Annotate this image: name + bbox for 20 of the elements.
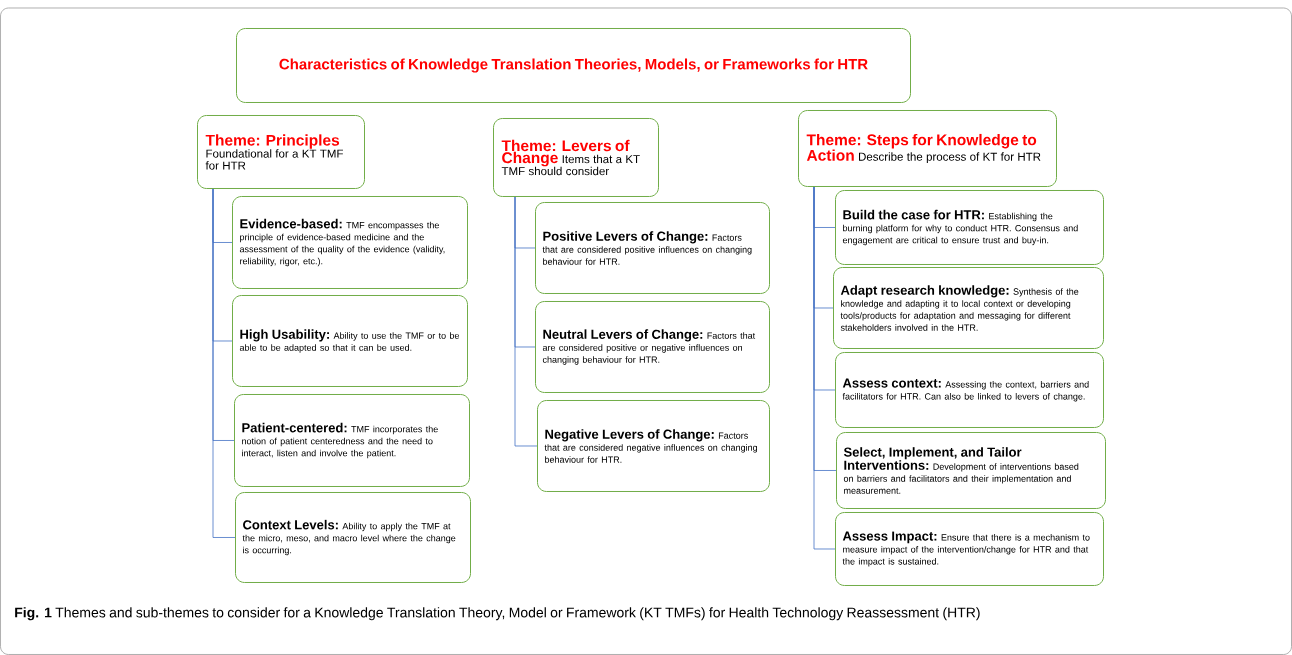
connector-line (212, 188, 236, 538)
theme-box: Theme: Levers of Change Items that a KT TMF should consider (493, 118, 659, 197)
sub-theme-box: Adapt research knowledge: Synthesis of the knowledge and adapting it to local context or developing tools/products for adaptation and messaging for different stakeholders involved in the HTR. (833, 267, 1104, 349)
theme-box: Theme: Principles Foundational for a KT TMF for HTR (197, 115, 365, 189)
sub-theme-box: Build the case for HTR: Establishing the burning platform for why to conduct HTR. Consensus and engagement are critical to ensure trust and buy-in. (835, 190, 1104, 265)
sub-theme-box: Assess context: Assessing the context, barriers and facilitators for HTR. Can also be linked to levers of change. (835, 352, 1104, 428)
sub-theme-box: Evidence-based: TMF encompasses the principle of evidence-based medicine and the assessment of the quality of the evidence (validity, reliability, rigor, etc.). (232, 196, 468, 289)
connector-line (813, 186, 836, 550)
sub-theme-box: Context Levels: Ability to apply the TMF at the micro, meso, and macro level where the change is occurring. (235, 492, 471, 583)
connector-line (514, 196, 538, 447)
sub-theme-box: Patient-centered: TMF incorporates the notion of patient centeredness and the need to interact, listen and involve the patient. (234, 394, 470, 487)
sub-theme-box: Negative Levers of Change: Factors that are considered negative influences on changing behaviour for HTR. (537, 400, 770, 492)
sub-theme-box: Positive Levers of Change: Factors that are considered positive influences on changing behaviour for HTR. (535, 202, 770, 294)
theme-box: Theme: Steps for Knowledge to Action Describe the process of KT for HTR (798, 110, 1057, 187)
sub-theme-box: Select, Implement, and Tailor Interventions: Development of interventions based on barriers and facilitators and their implementation and measurement. (836, 432, 1106, 509)
sub-theme-box: Neutral Levers of Change: Factors that are considered positive or negative influences on changing behaviour for HTR. (535, 301, 770, 393)
figure-caption: Fig. 1 Themes and sub-themes to consider for a Knowledge Translation Theory, Model or Framework (KT TMFs) for Health Technology Reassessment (HTR) (15, 607, 980, 621)
title-box: Characteristics of Knowledge Translation Theories, Models, or Frameworks for HTR (236, 28, 911, 103)
sub-theme-box: Assess Impact: Ensure that there is a mechanism to measure impact of the intervention/change for HTR and that the impact is sustained. (835, 512, 1104, 586)
sub-theme-box: High Usability: Ability to use the TMF or to be able to be adapted so that it can be used. (232, 295, 468, 387)
